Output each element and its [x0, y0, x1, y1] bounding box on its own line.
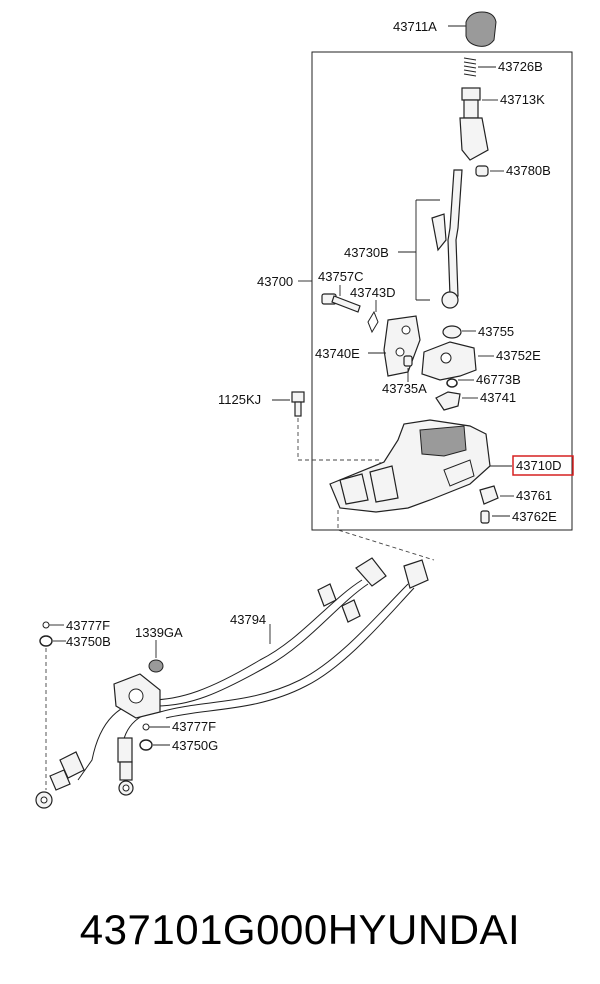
bush-top [475, 165, 504, 177]
shift-knob [448, 11, 497, 47]
label-bracket-plate: 43740E [315, 346, 360, 361]
bracket-cover [421, 341, 494, 381]
footer-caption: 437101G000 HYUNDAI [0, 885, 600, 975]
housing [329, 419, 512, 513]
label-clip-left: 43777F [66, 618, 110, 633]
grommet [148, 640, 164, 673]
spring [463, 57, 496, 77]
housing-cable-link [337, 510, 435, 561]
label-clip-right: 43777F [172, 719, 216, 734]
label-washer-left: 43750B [66, 634, 111, 649]
footer-brand: HYUNDAI [327, 906, 521, 953]
bolt [272, 391, 381, 470]
nut [479, 485, 514, 505]
washer-right [139, 739, 170, 751]
ball-cup [442, 325, 476, 339]
label-lever: 43730B [344, 245, 389, 260]
assembly-frame [311, 51, 573, 531]
label-spring: 43726B [498, 59, 543, 74]
label-spring-clip: 43743D [350, 285, 396, 300]
parts-diagram: 43711A 43726B 43713K 43780B 43730B 43700… [35, 11, 574, 809]
clip-left [42, 621, 64, 629]
label-assembly: 43700 [257, 274, 293, 289]
bolt-pin [321, 285, 361, 313]
sleeve [480, 510, 510, 524]
shift-lever [398, 169, 463, 309]
footer-part-number: 437101G000 [79, 906, 328, 953]
label-nut: 43761 [516, 488, 552, 503]
small-pin [403, 355, 413, 382]
cable-bracket [113, 673, 161, 719]
label-o-ring: 46773B [476, 372, 521, 387]
label-small-pin: 43735A [382, 381, 427, 396]
label-ball-cup: 43755 [478, 324, 514, 339]
label-socket: 43741 [480, 390, 516, 405]
shift-cable [77, 557, 429, 781]
spring-clip [367, 300, 379, 334]
clip-right [142, 723, 170, 731]
label-sleeve: 43762E [512, 509, 557, 524]
label-boot: 43713K [500, 92, 545, 107]
label-washer-right: 43750G [172, 738, 218, 753]
label-grommet: 1339GA [135, 625, 183, 640]
label-housing: 43710D [516, 458, 562, 473]
boot [459, 87, 498, 161]
cable-end-right [117, 737, 134, 796]
label-bolt: 1125KJ [218, 392, 261, 407]
label-cable: 43794 [230, 612, 266, 627]
label-bolt-pin: 43757C [318, 269, 364, 284]
label-bracket-cover: 43752E [496, 348, 541, 363]
o-ring [446, 378, 474, 388]
label-knob: 43711A [393, 19, 437, 34]
washer-left [39, 635, 66, 790]
socket [435, 391, 478, 411]
cable-end-left [35, 751, 85, 809]
housing-highlight-box [512, 455, 574, 476]
label-bush-top: 43780B [506, 163, 551, 178]
